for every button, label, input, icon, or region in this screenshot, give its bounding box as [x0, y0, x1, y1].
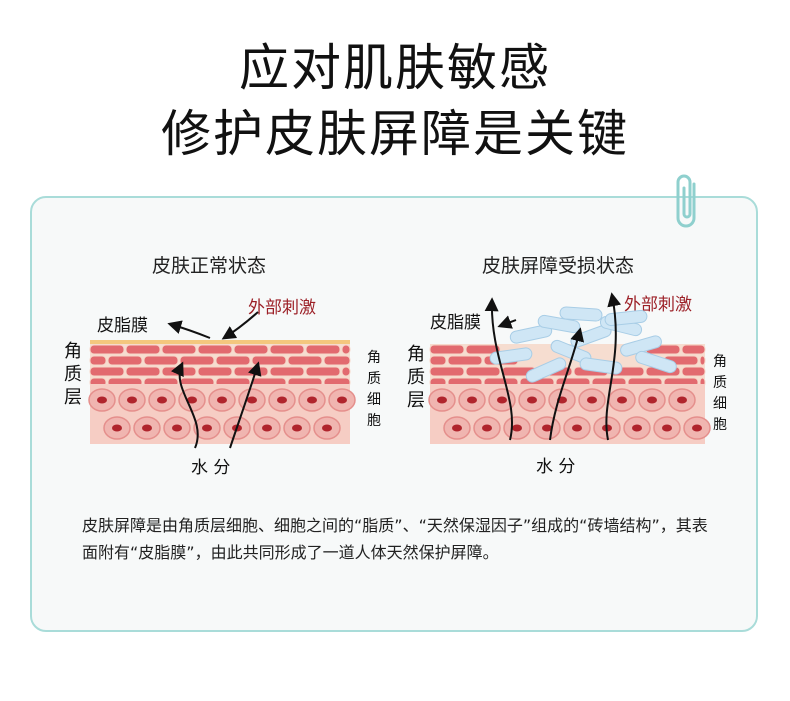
corneocyte-brick: [125, 344, 161, 355]
cell-nucleus: [337, 396, 347, 404]
sebum-label-right: 皮脂膜: [430, 313, 481, 333]
corneocyte-brick: [681, 344, 706, 355]
headline-line-1: 应对肌肤敏感: [239, 39, 551, 97]
cell-nucleus: [262, 424, 272, 432]
sebum-pointer-arrow: [497, 315, 517, 329]
cell-nucleus: [542, 424, 552, 432]
cell-nucleus: [127, 396, 137, 404]
description-text: 皮肤屏障是由角质层细胞、细胞之间的“脂质”、“天然保湿因子”组成的“砖墙结构”，…: [82, 516, 708, 562]
cell-nucleus: [497, 396, 507, 404]
cell-nucleus: [677, 396, 687, 404]
cell-nucleus: [247, 396, 257, 404]
detached-flake: [489, 347, 533, 365]
detached-flake: [525, 357, 567, 383]
sebum-pointer-arrow: [167, 320, 211, 339]
cell-nucleus: [512, 424, 522, 432]
stimulus-label-left: 外部刺激: [248, 298, 316, 318]
cell-nucleus: [307, 396, 317, 404]
water-label-right: 水 分: [536, 457, 576, 477]
cell-nucleus: [632, 424, 642, 432]
detached-flake: [559, 306, 603, 322]
cell-nucleus: [587, 396, 597, 404]
corneocyte-brick: [233, 366, 269, 377]
stimulus-arrow: [605, 292, 622, 441]
cell-nucleus: [452, 424, 462, 432]
corneocyte-brick: [107, 355, 143, 366]
cell-nucleus: [572, 424, 582, 432]
paperclip-icon: [676, 174, 696, 228]
corneocyte-brick: [341, 366, 351, 377]
cell-nucleus: [202, 424, 212, 432]
corneocyte-brick: [251, 355, 287, 366]
corneocyte-brick: [465, 344, 501, 355]
damaged-state-title: 皮肤屏障受损状态: [482, 255, 635, 277]
cell-label-left: 角 质 细 胞: [367, 350, 381, 429]
corneocyte-brick: [89, 366, 125, 377]
cell-nucleus: [322, 424, 332, 432]
detached-flake: [635, 350, 677, 374]
cell-nucleus: [292, 424, 302, 432]
cell-nucleus: [437, 396, 447, 404]
water-arrow: [170, 361, 199, 449]
corneocyte-brick: [429, 355, 447, 366]
cell-nucleus: [692, 424, 702, 432]
corneocyte-brick: [233, 344, 269, 355]
headline-line-2: 修护皮肤屏障是关键: [161, 105, 629, 163]
cell-nucleus: [217, 396, 227, 404]
cell-nucleus: [142, 424, 152, 432]
normal-skin-illustration: [88, 311, 356, 449]
corneocyte-brick: [89, 344, 125, 355]
corneocyte-brick: [269, 366, 305, 377]
detached-flake: [509, 324, 553, 344]
water-escape-arrow: [549, 327, 585, 441]
detached-flake: [579, 357, 623, 375]
cell-nucleus: [467, 396, 477, 404]
cell-nucleus: [97, 396, 107, 404]
cell-nucleus: [527, 396, 537, 404]
corneocyte-brick: [305, 366, 341, 377]
corneocyte-brick: [465, 366, 501, 377]
corneocyte-brick: [161, 344, 197, 355]
corneocyte-brick: [341, 344, 351, 355]
corneocyte-brick: [89, 355, 107, 366]
cell-nucleus: [277, 396, 287, 404]
stimulus-arrow: [221, 311, 259, 340]
cell-nucleus: [617, 396, 627, 404]
detached-flake: [604, 309, 648, 327]
corneocyte-brick: [197, 344, 233, 355]
corneocyte-brick: [447, 355, 483, 366]
corneocyte-brick: [429, 344, 465, 355]
corneocyte-brick: [305, 344, 341, 355]
corneocyte-brick: [699, 355, 706, 366]
stratum-label-left: 角 质 层: [64, 341, 82, 408]
cell-label-right: 角 质 细 胞: [713, 354, 727, 433]
corneocyte-brick: [143, 355, 179, 366]
water-label-left: 水 分: [191, 458, 231, 478]
normal-state-title: 皮肤正常状态: [152, 255, 267, 277]
sebum-label-left: 皮脂膜: [97, 316, 148, 336]
water-arrow: [229, 361, 262, 449]
corneocyte-brick: [125, 366, 161, 377]
water-escape-arrow: [484, 297, 514, 441]
corneocyte-brick: [429, 366, 465, 377]
corneocyte-brick: [681, 366, 706, 377]
damaged-skin-illustration: [428, 292, 711, 444]
corneocyte-brick: [197, 366, 233, 377]
corneocyte-brick: [287, 355, 323, 366]
corneocyte-brick: [323, 355, 351, 366]
cell-nucleus: [662, 424, 672, 432]
cell-nucleus: [112, 424, 122, 432]
corneocyte-brick: [215, 355, 251, 366]
cell-nucleus: [157, 396, 167, 404]
sebum-film: [90, 340, 350, 344]
corneocyte-brick: [269, 344, 305, 355]
cell-nucleus: [172, 424, 182, 432]
corneocyte-brick: [179, 355, 215, 366]
stratum-label-right: 角 质 层: [407, 344, 425, 411]
cell-nucleus: [187, 396, 197, 404]
cell-nucleus: [647, 396, 657, 404]
cell-nucleus: [482, 424, 492, 432]
